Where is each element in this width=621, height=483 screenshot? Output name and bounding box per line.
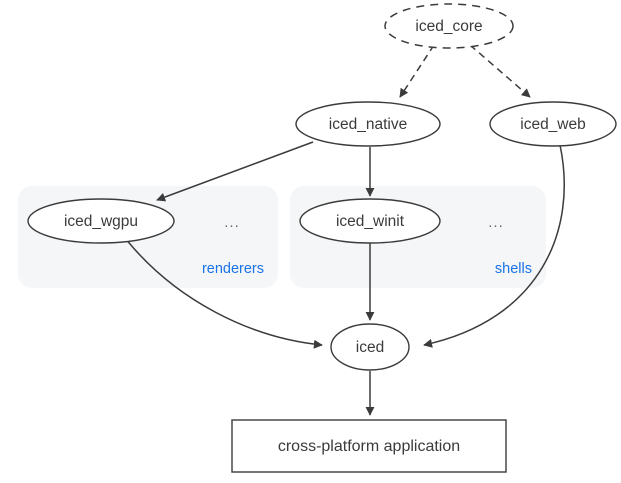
iced-wgpu-label: iced_wgpu [64,213,138,230]
shells-ellipsis: ... [488,214,504,231]
node-iced-native[interactable]: iced_native [295,101,441,147]
node-iced[interactable]: iced [330,323,410,371]
node-iced-core[interactable]: iced_core [384,3,514,49]
iced-label: iced [356,339,384,356]
renderers-ellipsis: ... [224,214,240,231]
iced-native-ellipse [295,101,441,147]
node-iced-web[interactable]: iced_web [489,101,617,147]
iced-winit-label: iced_winit [336,213,405,230]
application-rect [231,419,507,473]
edge-iced-core-to-iced-web [469,44,531,98]
shells-group-label: shells [495,261,532,277]
iced-winit-ellipse [299,198,441,244]
edge-iced-native-to-iced-wgpu [156,141,314,202]
node-iced-wgpu[interactable]: iced_wgpu [27,198,175,244]
node-iced-winit[interactable]: iced_winit [299,198,441,244]
iced-core-label: iced_core [415,18,482,35]
edge-iced-core-to-iced-native [399,44,435,98]
edge-iced-wgpu-to-iced [124,237,323,349]
iced-web-ellipse [489,101,617,147]
iced-ellipse [330,323,410,371]
renderers-group-label: renderers [202,261,264,277]
iced-native-label: iced_native [329,116,407,133]
application-label: cross-platform application [278,438,460,455]
edge-iced-web-to-iced [423,144,565,348]
iced-wgpu-ellipse [27,198,175,244]
iced-web-label: iced_web [520,116,586,133]
node-application[interactable]: cross-platform application [231,419,507,473]
iced-core-ellipse [384,3,514,49]
